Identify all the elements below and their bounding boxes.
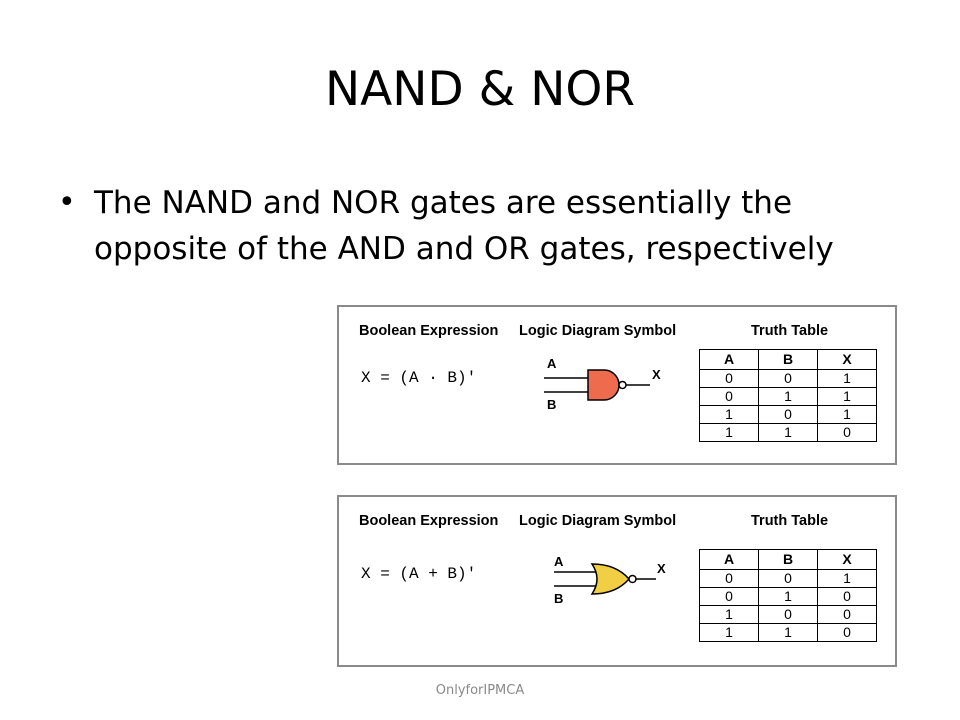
gate-input-b-label: B — [547, 397, 556, 412]
header-boolean-expression: Boolean Expression — [359, 513, 499, 529]
truth-table: A B X 0 0 1 0 1 1 1 0 1 1 1 — [699, 349, 877, 442]
column-header-b: B — [758, 549, 818, 570]
header-truth-table: Truth Table — [751, 513, 829, 529]
table-cell: 1 — [699, 623, 759, 642]
gate-input-a-label: A — [547, 356, 557, 371]
table-cell: 1 — [758, 623, 818, 642]
boolean-expression: X = (A + B)' — [361, 565, 477, 583]
header-boolean-expression: Boolean Expression — [359, 323, 499, 339]
table-cell: 0 — [758, 605, 818, 624]
table-cell: 0 — [758, 405, 818, 424]
truth-table-header-row: A B X — [699, 549, 877, 570]
table-cell: 1 — [699, 405, 759, 424]
gate-input-b-label: B — [554, 591, 563, 606]
nand-gate-body — [587, 369, 620, 401]
table-cell: 1 — [758, 387, 818, 406]
table-cell: 0 — [817, 605, 877, 624]
truth-table: A B X 0 0 1 0 1 0 1 0 0 1 1 — [699, 549, 877, 642]
table-cell: 1 — [758, 423, 818, 442]
nor-figure: Boolean Expression Logic Diagram Symbol … — [337, 495, 897, 667]
gate-input-a-label: A — [554, 554, 564, 569]
table-cell: 1 — [699, 605, 759, 624]
bullet-text: The NAND and NOR gates are essentially t… — [94, 185, 834, 267]
table-cell: 0 — [817, 623, 877, 642]
header-logic-diagram-symbol: Logic Diagram Symbol — [519, 513, 677, 529]
table-cell: 1 — [817, 569, 877, 588]
table-row: 0 1 1 — [699, 387, 877, 406]
footer-text: OnlyforIPMCA — [435, 683, 525, 698]
inversion-bubble — [628, 574, 637, 584]
table-cell: 1 — [817, 405, 877, 424]
table-cell: 0 — [758, 569, 818, 588]
column-header-a: A — [699, 349, 759, 370]
boolean-expression: X = (A · B)' — [361, 369, 477, 387]
header-truth-table: Truth Table — [751, 323, 829, 339]
nand-figure: Boolean Expression Logic Diagram Symbol … — [337, 305, 897, 465]
table-row: 1 0 0 — [699, 605, 877, 624]
table-row: 1 1 0 — [699, 423, 877, 442]
bullet-marker: • — [58, 185, 76, 220]
column-header-x: X — [817, 549, 877, 570]
gate-output-label: X — [657, 561, 666, 576]
table-row: 1 1 0 — [699, 623, 877, 642]
nand-gate-icon: A B X — [544, 356, 661, 412]
column-header-b: B — [758, 349, 818, 370]
table-cell: 0 — [699, 387, 759, 406]
table-cell: 1 — [699, 423, 759, 442]
nor-gate-icon: A B X — [554, 554, 666, 606]
table-cell: 0 — [699, 369, 759, 388]
table-cell: 1 — [817, 369, 877, 388]
header-logic-diagram-symbol: Logic Diagram Symbol — [519, 323, 677, 339]
table-row: 0 1 0 — [699, 587, 877, 606]
table-cell: 0 — [758, 369, 818, 388]
table-cell: 1 — [817, 387, 877, 406]
gate-output-label: X — [652, 367, 661, 382]
table-row: 0 0 1 — [699, 569, 877, 588]
slide-title: NAND & NOR — [325, 62, 635, 117]
table-cell: 0 — [817, 423, 877, 442]
inversion-bubble — [618, 380, 627, 390]
table-cell: 0 — [817, 587, 877, 606]
truth-table-header-row: A B X — [699, 349, 877, 370]
table-cell: 0 — [699, 587, 759, 606]
table-cell: 0 — [699, 569, 759, 588]
table-row: 0 0 1 — [699, 369, 877, 388]
column-header-a: A — [699, 549, 759, 570]
column-header-x: X — [817, 349, 877, 370]
table-row: 1 0 1 — [699, 405, 877, 424]
table-cell: 1 — [758, 587, 818, 606]
nor-gate-body — [590, 563, 630, 595]
